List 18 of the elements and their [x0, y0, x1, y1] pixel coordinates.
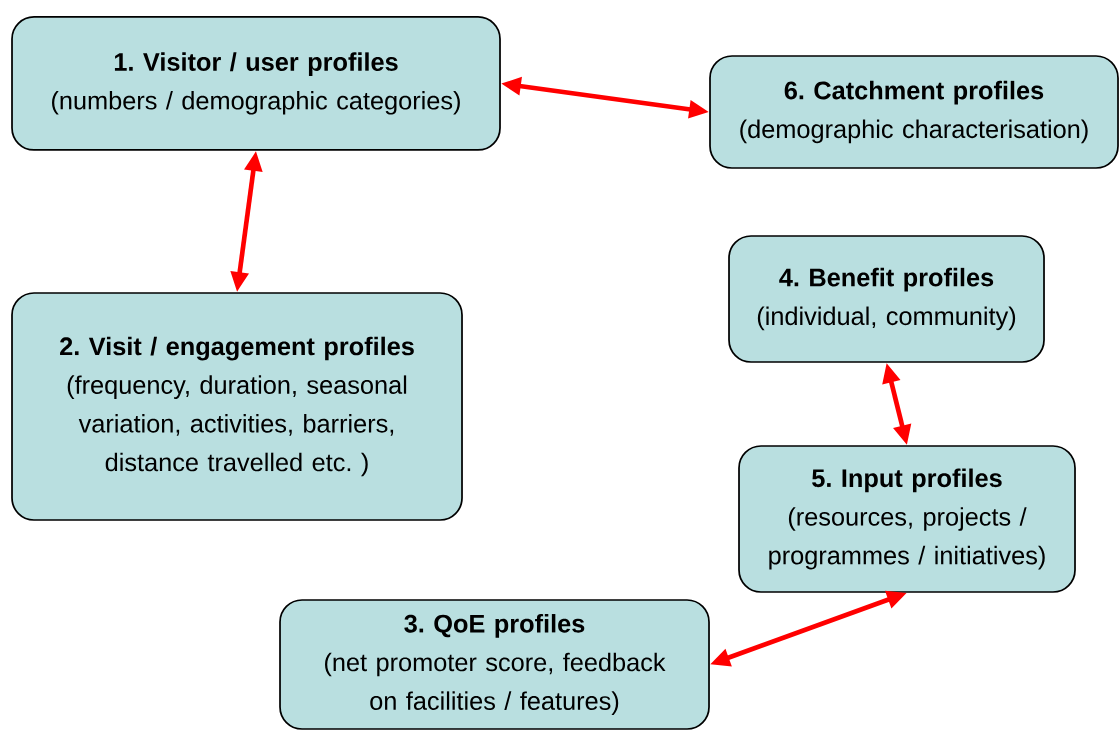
box-heading: 1. Visitor / user profiles [114, 52, 398, 76]
box-description: (net promoter score, feedback on facilities / features) [325, 652, 666, 715]
profile-box [738, 445, 1076, 593]
profile-box [728, 235, 1045, 363]
box-description: (frequency, duration, seasonal variation, activities, barriers, distance travelled etc. ) [67, 375, 407, 477]
profile-box [709, 55, 1119, 169]
box-heading: 3. QoE profiles [404, 614, 585, 638]
profile-box [11, 16, 501, 151]
box-description: (numbers / demographic categories) [52, 91, 460, 115]
box-heading: 2. Visit / engagement profiles [60, 336, 414, 361]
profile-box [11, 292, 463, 521]
box-description: (resources, projects / programmes / initiatives) [769, 507, 1045, 570]
box-heading: 4. Benefit profiles [779, 267, 994, 292]
box-description: (individual, community) [757, 306, 1016, 331]
box-heading: 6. Catchment profiles [784, 80, 1044, 105]
box-heading: 5. Input profiles [812, 468, 1002, 493]
box-description: (demographic characterisation) [740, 119, 1088, 144]
profile-box [279, 599, 710, 730]
